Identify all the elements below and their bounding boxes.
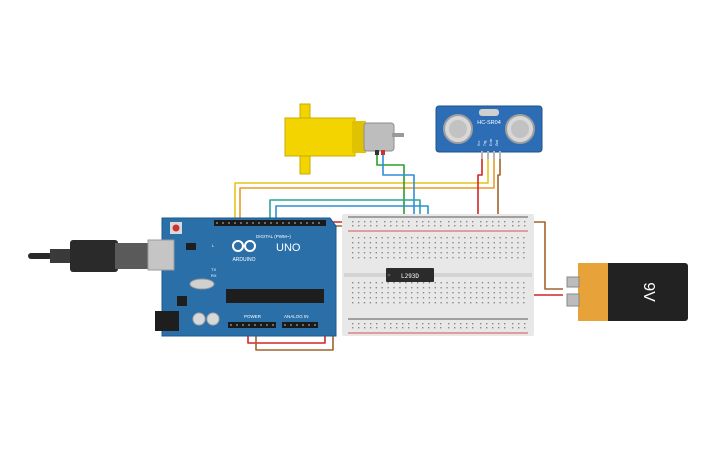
sensor-transducer-right-icon bbox=[505, 114, 535, 144]
breadboard-holes bbox=[352, 221, 526, 329]
capacitor bbox=[192, 312, 206, 326]
power-jack bbox=[155, 311, 179, 331]
battery-cap bbox=[578, 263, 608, 321]
l293d-chip[interactable]: L293D bbox=[386, 268, 434, 282]
digital-label: DIGITAL (PWM~) bbox=[256, 234, 291, 239]
wire-sensor-gnd[interactable] bbox=[497, 158, 501, 225]
sensor-label: HC-SR04 bbox=[477, 120, 501, 126]
arduino-brand-label: ARDUINO bbox=[232, 257, 255, 263]
power-header bbox=[228, 322, 276, 328]
sensor-transducer-left-icon bbox=[443, 114, 473, 144]
sensor-pin-label: Gnd bbox=[495, 140, 499, 146]
atmega-chip bbox=[226, 289, 324, 303]
sensor-crystal bbox=[479, 109, 499, 116]
analog-label: ANALOG IN bbox=[284, 314, 309, 319]
breadboard bbox=[342, 214, 534, 336]
pin-rx-label: RX bbox=[211, 273, 217, 278]
wire-sensor-vcc[interactable] bbox=[477, 158, 483, 225]
wire-sensor-trig[interactable] bbox=[234, 158, 489, 220]
crystal bbox=[189, 278, 215, 290]
wire-sensor-echo[interactable] bbox=[239, 158, 495, 220]
usb-jack bbox=[147, 239, 175, 271]
capacitor bbox=[206, 312, 220, 326]
arduino-infinity-logo-icon bbox=[232, 240, 256, 252]
dc-gear-motor-icon[interactable] bbox=[284, 103, 404, 175]
arduino-uno-board[interactable]: ARDUINO UNO DIGITAL (PWM~) POWER ANALOG … bbox=[147, 217, 337, 337]
breadboard-channel bbox=[344, 273, 532, 277]
wire-arduino-gnd[interactable] bbox=[255, 225, 350, 351]
sensor-pin-labels: Vcc Trig Echo Gnd bbox=[477, 139, 499, 146]
sensor-pin-label: Trig bbox=[483, 140, 487, 146]
sensor-pins bbox=[481, 151, 501, 159]
sensor-pin-label: Echo bbox=[489, 139, 493, 146]
chip-label: L293D bbox=[401, 273, 419, 280]
pin-l-label: L bbox=[212, 243, 215, 248]
pin-tx-label: TX bbox=[211, 267, 216, 272]
sensor-pin-label: Vcc bbox=[477, 140, 481, 146]
arduino-model-label: UNO bbox=[276, 242, 301, 254]
battery-label: 9V bbox=[640, 282, 657, 302]
9v-battery-icon[interactable]: 9V bbox=[566, 263, 688, 321]
analog-header bbox=[282, 322, 318, 328]
power-label: POWER bbox=[244, 314, 262, 319]
ultrasonic-sensor[interactable]: HC-SR04 Vcc Trig Echo Gnd bbox=[435, 105, 543, 159]
